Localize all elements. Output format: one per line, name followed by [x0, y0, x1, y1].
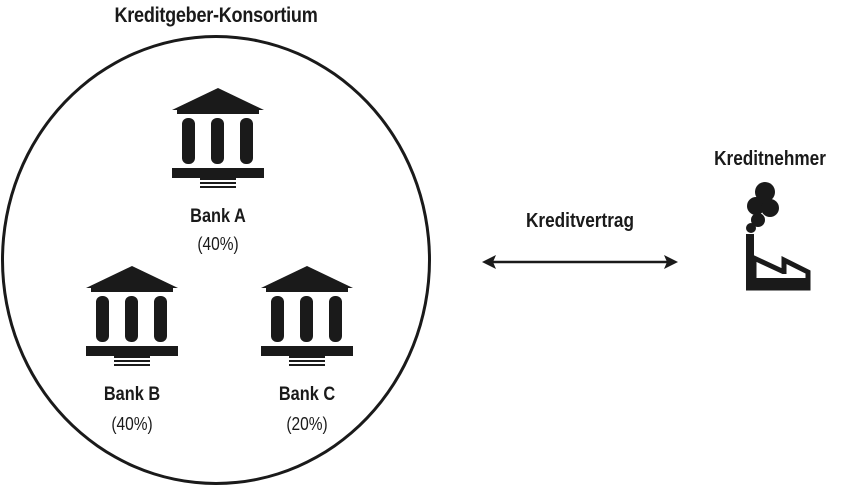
bank-b-share: (40%): [111, 414, 153, 434]
double-arrow-icon: [482, 255, 678, 269]
bank-b-name: Bank B: [103, 384, 161, 405]
bank-c-share: (20%): [286, 414, 328, 434]
bank-a-share: (40%): [197, 234, 239, 254]
bank-a-name: Bank A: [190, 206, 246, 227]
consortium-circle: [1, 35, 431, 485]
bank-building-icon: [86, 266, 178, 366]
factory-icon: [746, 182, 811, 291]
contract-label: Kreditvertrag: [525, 210, 635, 232]
bank-building-icon: [261, 266, 353, 366]
borrower-label: Kreditnehmer: [714, 148, 826, 170]
bank-c-name: Bank C: [278, 384, 336, 405]
consortium-title: Kreditgeber-Konsortium: [114, 4, 318, 27]
bank-building-icon: [172, 88, 264, 188]
